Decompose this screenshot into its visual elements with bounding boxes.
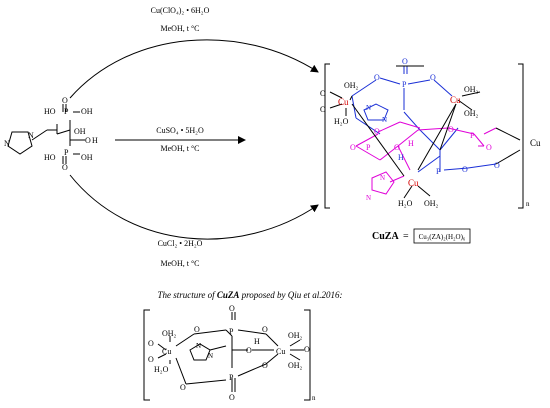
product-n-pink-2: N	[366, 194, 371, 202]
product-o-blue-5: O	[494, 161, 500, 170]
product-oh2-1: OH₂	[344, 81, 359, 90]
reactant-oh-2: OH	[74, 127, 86, 136]
product-o-pink-1: O	[350, 143, 356, 152]
qiu-subscript-n: n	[312, 394, 316, 402]
product-o-1: O	[320, 89, 326, 98]
product-p-blue-2: P	[436, 167, 441, 176]
qiu-p-lower: P	[229, 373, 234, 382]
product-p-pink-2: P	[470, 131, 475, 140]
product-h-pink: H	[408, 139, 414, 148]
product-h2o-1: H₂O	[334, 117, 349, 126]
product-o-pink-2: O	[374, 127, 380, 136]
product-p-blue-1: P	[402, 80, 407, 89]
reactant-o-2: O	[85, 136, 91, 145]
qiu-o-left-1: O	[148, 339, 154, 348]
product-n-blue-2: N	[382, 116, 387, 124]
qiu-p-upper: P	[229, 327, 234, 336]
reactant-n-2: N	[4, 139, 10, 148]
reactant-structure: HO P O OH OH O H P O HO OH N N	[4, 96, 98, 172]
caption: The structure of CuZA proposed by Qiu et…	[157, 290, 342, 300]
caption-suffix: proposed by Qiu et al.2016:	[239, 290, 342, 300]
reactant-p-2: P	[64, 148, 69, 157]
product-oh2-2: OH₂	[464, 85, 479, 94]
product-name: CuZA	[372, 231, 399, 242]
qiu-n-1: N	[196, 342, 201, 350]
product-o-blue-4: O	[462, 165, 468, 174]
bottom-arrow	[69, 174, 319, 240]
product-formula-box	[413, 228, 471, 244]
qiu-oh2-left: OH₂	[162, 329, 177, 338]
reactant-h: H	[92, 136, 98, 145]
caption-name: CuZA	[217, 290, 240, 300]
qiu-o-lower-right: O	[262, 361, 268, 370]
qiu-n-2: N	[208, 352, 213, 360]
product-o-2: O	[320, 105, 326, 114]
product-subscript-n: n	[526, 200, 530, 208]
qiu-o-upper-left: O	[194, 325, 200, 334]
qiu-o-right: O	[304, 345, 310, 354]
product-formula: Cu₃(ZA)₂(H₂O)₆	[419, 233, 466, 241]
product-o-blue-2: O	[374, 73, 380, 82]
qiu-cu-right: Cu	[276, 347, 285, 356]
caption-prefix: The structure of	[157, 290, 216, 300]
reactant-oh-3: OH	[81, 153, 93, 162]
reactant-oh-1: OH	[81, 107, 93, 116]
top-arrow	[69, 39, 319, 99]
product-p-pink-1: P	[366, 143, 371, 152]
product-h2o-2: H₂O	[398, 199, 413, 208]
reactant-o-1: O	[62, 96, 68, 105]
middle-reagent: CuSO₄ • 5H₂O	[156, 126, 204, 135]
product-cu-outer: Cu	[530, 138, 541, 148]
qiu-o-lower-bottom: O	[229, 393, 235, 402]
product-cu-3: Cu	[408, 178, 419, 188]
product-oh2-3: OH₂	[464, 109, 479, 118]
product-o-blue-3: O	[430, 73, 436, 82]
product-n-blue-1: N	[366, 104, 371, 112]
reactant-ho-2: HO	[44, 153, 56, 162]
bottom-solvent: MeOH, t °C	[161, 259, 200, 268]
product-equals: =	[403, 231, 409, 242]
qiu-o-upper-top: O	[229, 304, 235, 313]
product-h-blue: H	[398, 153, 404, 162]
qiu-o-left-2: O	[148, 355, 154, 364]
bottom-reagent: CuCl₂ • 2H₂O	[158, 239, 203, 248]
qiu-oh2-right-1: OH₂	[288, 331, 303, 340]
product-oh2-4: OH₂	[424, 199, 439, 208]
reactant-ho-1: HO	[44, 107, 56, 116]
product-cu-2: Cu	[450, 95, 461, 105]
qiu-cu-left: Cu	[162, 347, 171, 356]
qiu-o-upper-right: O	[262, 325, 268, 334]
qiu-o-lower-left: O	[180, 383, 186, 392]
product-cu-1: Cu	[338, 97, 349, 107]
top-reagent: Cu(ClO₄)₂ • 6H₂O	[151, 6, 210, 15]
product-n-pink-1: N	[380, 174, 385, 182]
qiu-h2o-left: H₂O	[154, 365, 169, 374]
product-structure: n	[320, 57, 541, 244]
reactant-n-1: N	[28, 131, 34, 140]
product-o-pink-5: O	[486, 143, 492, 152]
middle-solvent: MeOH, t °C	[161, 144, 200, 153]
reactant-o-3: O	[62, 163, 68, 172]
qiu-o-middle: O	[246, 346, 252, 355]
top-solvent: MeOH, t °C	[161, 24, 200, 33]
qiu-oh2-right-2: OH₂	[288, 361, 303, 370]
product-o-blue-1: O	[402, 57, 408, 66]
qiu-structure: n	[143, 304, 316, 402]
qiu-h: H	[254, 337, 260, 346]
product-o-pink-3: O	[394, 143, 400, 152]
product-o-pink-4: O	[448, 125, 454, 134]
reactant-p-1: P	[64, 107, 69, 116]
